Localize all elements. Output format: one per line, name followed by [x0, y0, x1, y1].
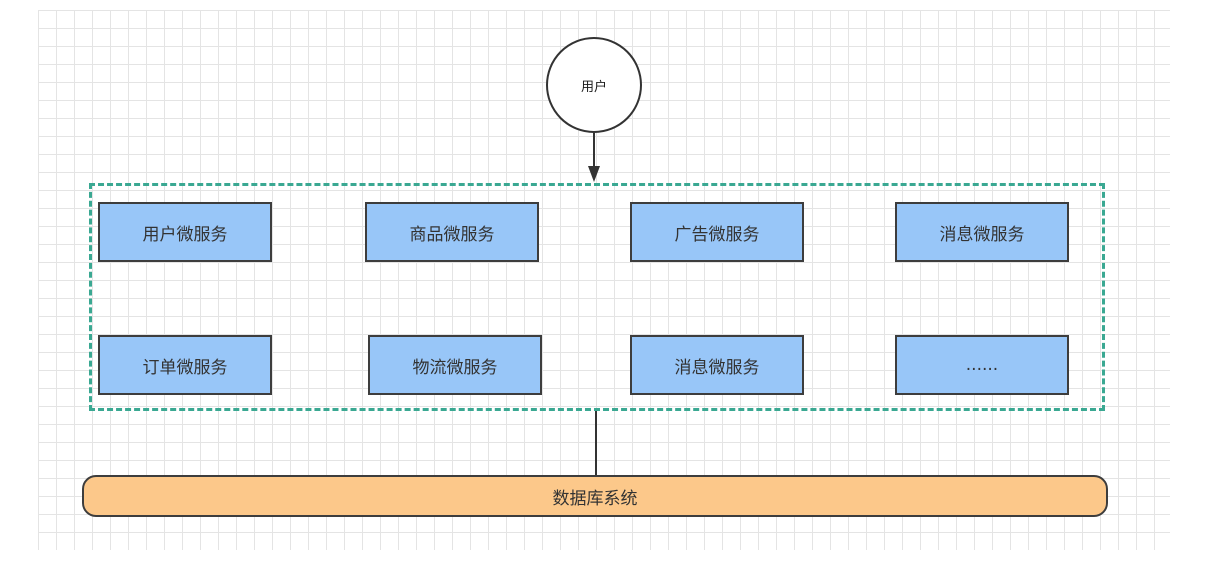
microservices-group	[89, 183, 1105, 411]
service-node[interactable]: 广告微服务	[630, 202, 804, 262]
service-label: ......	[965, 355, 999, 375]
service-label: 订单微服务	[142, 357, 228, 378]
service-node[interactable]: 用户微服务	[98, 202, 272, 262]
service-node[interactable]: 消息微服务	[630, 335, 804, 395]
service-label: 物流微服务	[412, 357, 498, 378]
database-node[interactable]: 数据库系统	[82, 475, 1108, 517]
service-label: 消息微服务	[674, 357, 760, 378]
service-node[interactable]: 订单微服务	[98, 335, 272, 395]
service-label: 用户微服务	[142, 224, 228, 245]
arrowhead-icon	[588, 166, 600, 182]
database-label: 数据库系统	[552, 488, 638, 509]
service-node[interactable]: 消息微服务	[895, 202, 1069, 262]
service-node[interactable]: 物流微服务	[368, 335, 542, 395]
service-label: 消息微服务	[939, 224, 1025, 245]
user-node[interactable]: 用户	[546, 37, 642, 133]
service-label: 广告微服务	[674, 224, 760, 245]
service-label: 商品微服务	[409, 224, 495, 245]
user-node-label: 用户	[580, 79, 607, 95]
service-node[interactable]: ......	[895, 335, 1069, 395]
service-node[interactable]: 商品微服务	[365, 202, 539, 262]
